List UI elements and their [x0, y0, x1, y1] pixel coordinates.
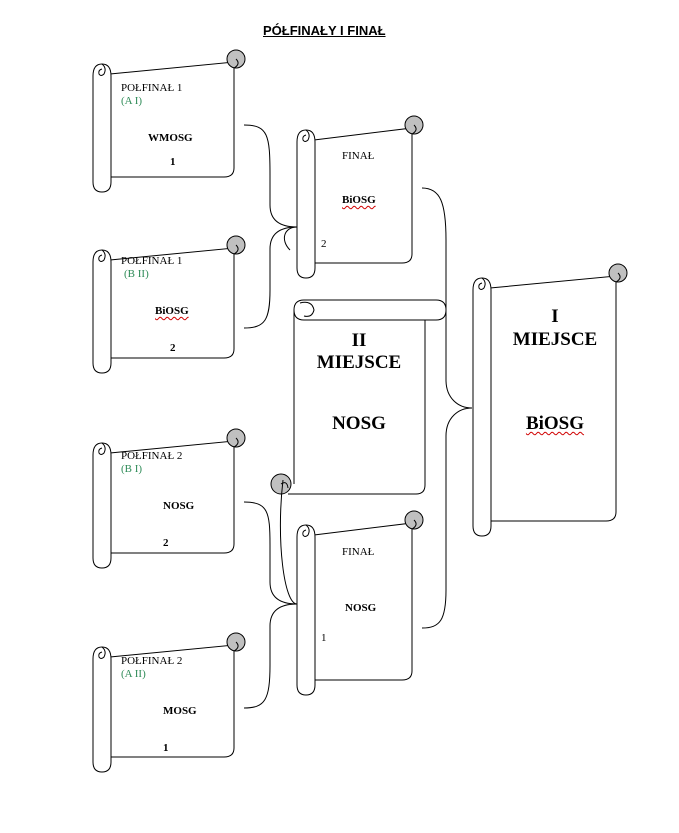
final-1-label: FINAŁ [342, 150, 375, 162]
semifinal-3-group: (B I) [121, 463, 143, 475]
semifinal-2-score: 2 [170, 342, 176, 354]
first-place-scroll [472, 263, 628, 537]
first-place-label: MIEJSCE [512, 329, 598, 350]
final-2-score: 1 [321, 632, 327, 644]
semifinal-4-label: POŁFINAŁ 2 [121, 655, 183, 667]
second-place-label: MIEJSCE [316, 352, 402, 373]
second-place-rank: II [351, 330, 367, 351]
semifinal-2-scroll [92, 235, 246, 374]
connector-sf3-sf4-to-final2 [243, 501, 298, 709]
final-2-scroll [296, 510, 424, 696]
semifinal-2-label: POŁFINAŁ 1 [121, 255, 183, 267]
final-2-team: NOSG [345, 602, 377, 614]
semifinal-3-score: 2 [163, 537, 169, 549]
second-place-team: NOSG [332, 413, 386, 434]
semifinal-2-team: BiOSG [155, 305, 189, 317]
final-1-team: BiOSG [342, 194, 376, 206]
connector-finals-to-second [279, 226, 298, 605]
first-place-team: BiOSG [492, 412, 618, 435]
connector-finals-to-first [421, 187, 473, 629]
first-place-rank: I [551, 306, 559, 327]
page-title: PÓŁFINAŁY I FINAŁ [263, 23, 386, 38]
semifinal-1-scroll [92, 49, 246, 193]
semifinal-1-team: WMOSG [148, 132, 193, 144]
final-1-scroll [296, 115, 424, 279]
final-2-label: FINAŁ [342, 546, 375, 558]
semifinal-4-score: 1 [163, 742, 169, 754]
semifinal-1-group: (A I) [121, 95, 143, 107]
semifinal-1-label: POŁFINAŁ 1 [121, 82, 183, 94]
semifinal-4-team: MOSG [163, 705, 197, 717]
connector-sf1-sf2-to-final1 [243, 124, 298, 329]
semifinal-3-scroll [92, 428, 246, 569]
semifinal-2-group: (B II) [124, 268, 149, 280]
semifinal-3-label: POŁFINAŁ 2 [121, 450, 183, 462]
first-place-team-text: BiOSG [525, 413, 585, 434]
semifinal-4-group: (A II) [121, 668, 146, 680]
semifinal-4-scroll [92, 632, 246, 773]
semifinal-1-score: 1 [170, 156, 176, 168]
second-place-scroll [270, 299, 447, 495]
final-1-score: 2 [321, 238, 327, 250]
semifinal-3-team: NOSG [163, 500, 195, 512]
